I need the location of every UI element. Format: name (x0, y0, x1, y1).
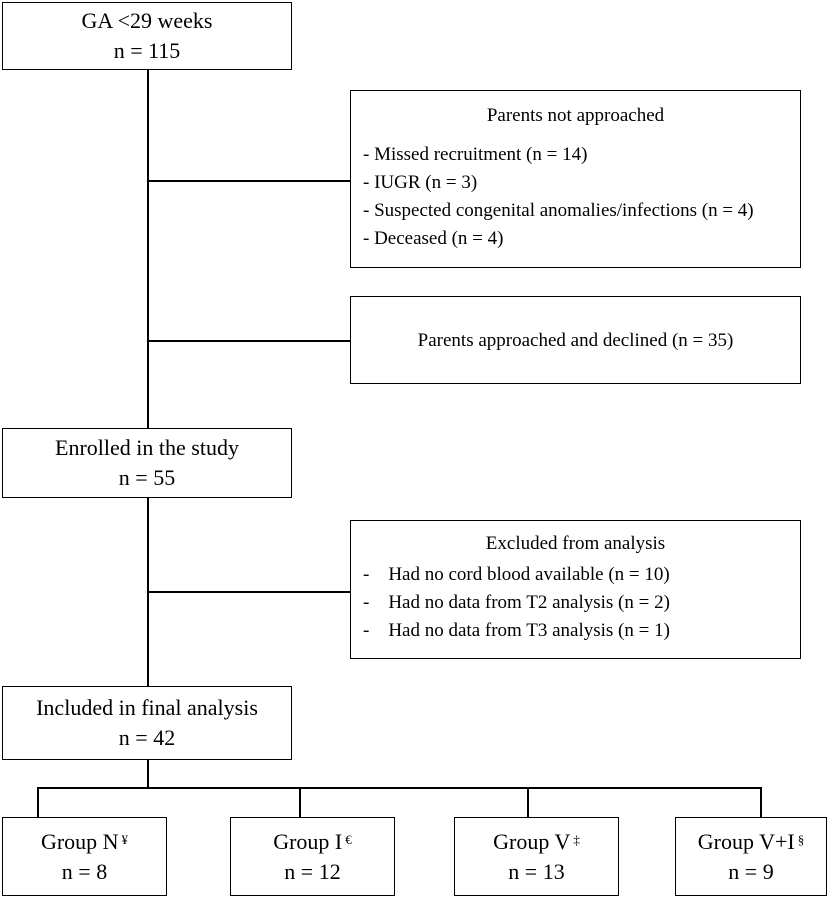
group-v-label: Group V (493, 828, 571, 854)
not-approached-list: Missed recruitment (n = 14) IUGR (n = 3)… (351, 141, 800, 253)
list-item: Had no data from T2 analysis (n = 2) (363, 589, 800, 617)
group-vi-mark: § (797, 831, 805, 847)
excluded-box: Excluded from analysis Had no cord blood… (350, 520, 801, 659)
screened-box: GA <29 weeks n = 115 (2, 2, 292, 70)
list-item: Deceased (n = 4) (363, 225, 800, 253)
declined-text: Parents approached and declined (n = 35) (417, 329, 734, 351)
not-approached-title: Parents not approached (486, 105, 665, 126)
group-v-count: n = 13 (508, 858, 565, 884)
main-trunk-line-3 (147, 760, 149, 788)
branch-line-not-approached (147, 180, 351, 182)
group-v-box: Group V‡ n = 13 (454, 817, 619, 896)
list-item: Had no cord blood available (n = 10) (363, 561, 800, 589)
main-trunk-line-1 (147, 68, 149, 428)
included-box: Included in final analysis n = 42 (2, 686, 292, 760)
group-drop-i (299, 787, 301, 817)
screened-count: n = 115 (113, 38, 181, 63)
branch-line-excluded (147, 591, 351, 593)
list-item: Missed recruitment (n = 14) (363, 141, 800, 169)
list-item: Had no data from T3 analysis (n = 1) (363, 617, 800, 645)
not-approached-box: Parents not approached Missed recruitmen… (350, 90, 801, 268)
group-drop-vi (760, 787, 762, 817)
group-i-count: n = 12 (284, 858, 341, 884)
branch-line-declined (147, 340, 351, 342)
group-n-box: Group N¥ n = 8 (2, 817, 167, 896)
declined-box: Parents approached and declined (n = 35) (350, 296, 801, 384)
excluded-title: Excluded from analysis (485, 533, 666, 554)
group-n-count: n = 8 (61, 858, 108, 884)
group-n-label: Group N (40, 828, 119, 854)
group-bus-line (37, 787, 761, 789)
group-drop-v (527, 787, 529, 817)
screened-title: GA <29 weeks (81, 8, 213, 33)
excluded-list: Had no cord blood available (n = 10) Had… (351, 561, 800, 645)
group-vi-box: Group V+I§ n = 9 (675, 817, 827, 896)
enrolled-count: n = 55 (118, 465, 176, 490)
group-v-mark: ‡ (573, 831, 580, 847)
list-item: Suspected congenital anomalies/infection… (363, 197, 800, 225)
included-count: n = 42 (118, 725, 176, 750)
enrolled-box: Enrolled in the study n = 55 (2, 428, 292, 498)
group-vi-count: n = 9 (728, 858, 774, 884)
enrolled-title: Enrolled in the study (55, 435, 239, 460)
group-i-box: Group I€ n = 12 (230, 817, 395, 896)
group-n-mark: ¥ (121, 831, 129, 847)
group-vi-label: Group V+I (697, 828, 795, 854)
included-title: Included in final analysis (36, 695, 258, 720)
group-i-mark: € (345, 831, 352, 847)
list-item: IUGR (n = 3) (363, 169, 800, 197)
group-i-label: Group I (273, 828, 343, 854)
group-drop-n (37, 787, 39, 817)
